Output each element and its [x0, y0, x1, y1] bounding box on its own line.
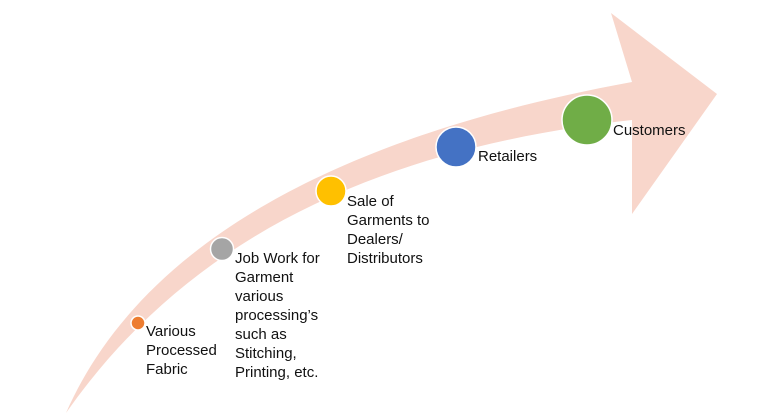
step-label-sale: Sale of Garments to Dealers/ Distributor…: [347, 193, 430, 267]
step-label-fabric: Various Processed Fabric: [146, 323, 217, 378]
step-dot-customers: [561, 94, 613, 146]
step-dot-sale: [315, 175, 347, 207]
step-label-customers: Customers: [613, 122, 686, 139]
curved-arrow: [66, 13, 717, 413]
step-dot-fabric: [130, 315, 146, 331]
step-label-job-work: Job Work for Garment various processing’…: [235, 250, 320, 381]
step-dot-retailers: [435, 126, 477, 168]
step-dot-job-work: [209, 236, 235, 262]
step-label-retailers: Retailers: [478, 148, 538, 165]
